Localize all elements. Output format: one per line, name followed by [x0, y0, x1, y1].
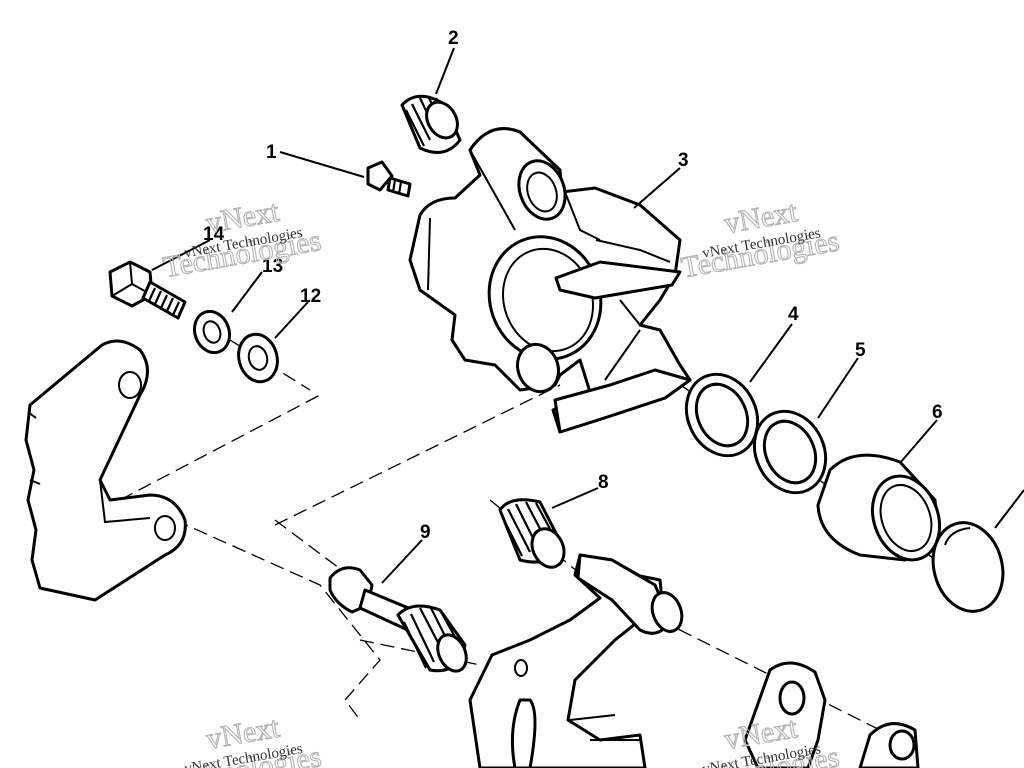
callout-5: 5: [855, 340, 866, 361]
callout-leaders: [151, 47, 1024, 584]
callout-labels: 1 2 3 4 5 6 8 9 12 13 14: [203, 28, 943, 543]
piston: [816, 453, 941, 562]
callout-3: 3: [678, 150, 689, 171]
callout-4: 4: [788, 304, 799, 325]
guide-pin: [498, 498, 566, 569]
callout-6: 6: [932, 402, 943, 423]
watermark-top-right: vNext Technologies vNext Technologies: [678, 195, 842, 286]
callout-13: 13: [262, 256, 283, 277]
bleeder-screw: [366, 160, 412, 198]
callout-14: 14: [203, 224, 225, 245]
plug: [400, 94, 462, 154]
callout-2: 2: [448, 28, 459, 49]
callout-1: 1: [266, 142, 277, 163]
bolt-and-washers: [108, 260, 279, 384]
mounting-arm: [24, 339, 187, 602]
watermark-top-left: vNext Technologies vNext Technologies: [160, 194, 324, 285]
callout-8: 8: [598, 472, 609, 493]
callout-12: 12: [300, 286, 321, 307]
caliper-bracket: [468, 553, 920, 768]
guide-bolt: [328, 566, 468, 673]
piston-cap: [931, 521, 1005, 613]
piston-seals: [684, 372, 828, 495]
watermark-bottom-left: vNext Technologies vNext Technologies: [160, 710, 324, 768]
callout-9: 9: [420, 522, 431, 543]
caliper-body: [408, 127, 692, 434]
